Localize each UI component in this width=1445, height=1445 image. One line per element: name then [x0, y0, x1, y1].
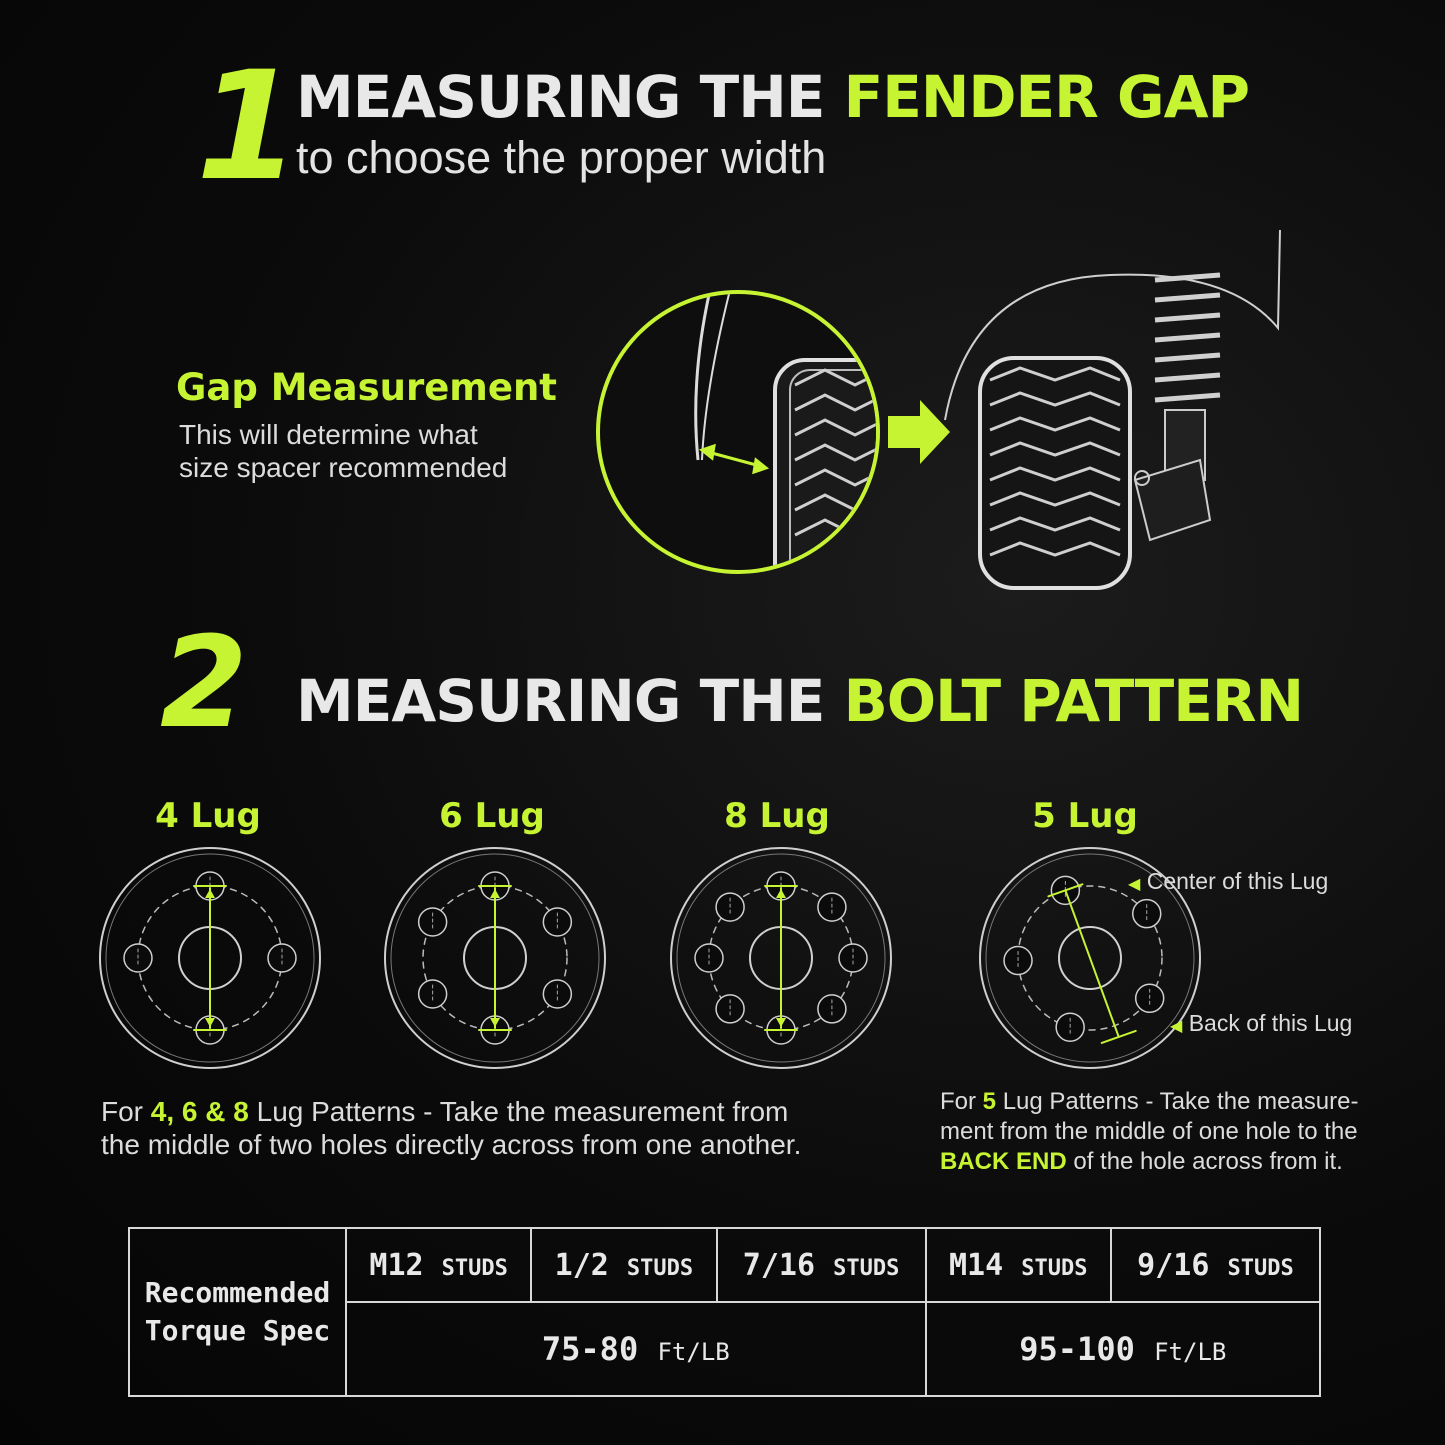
arrow-head-down [205, 1018, 215, 1027]
five-line-3: BACK END of the hole across from it. [940, 1147, 1358, 1177]
stud-unit: STUDS [626, 1255, 694, 1281]
row-label-line-1: Recommended [144, 1276, 331, 1309]
gap-desc-line-2: size spacer recommended [179, 452, 508, 483]
gap-desc-line-1: This will determine what [179, 419, 478, 450]
title-accent: BOLT PATTERN [843, 667, 1304, 735]
stud-unit: STUDS [1021, 1255, 1088, 1281]
section-1-subtitle: to choose the proper width [296, 132, 827, 183]
gap-measurement-title: Gap Measurement [176, 366, 557, 409]
arrow-head-up [776, 889, 786, 898]
stud-unit: STUDS [833, 1255, 900, 1281]
torque-value-a: 75-80 Ft/LB [345, 1301, 927, 1397]
arrow-head-down [490, 1018, 500, 1027]
instructions-even-lug: For 4, 6 & 8 Lug Patterns - Take the mea… [101, 1095, 801, 1161]
text-part: For [940, 1088, 983, 1115]
center-bore [1058, 926, 1122, 990]
five-line-2: ment from the middle of one hole to the [940, 1118, 1358, 1145]
wheel-outer-ring [99, 847, 321, 1069]
center-note-text: Center of this Lug [1146, 868, 1329, 894]
wheel-outer-ring [979, 847, 1201, 1069]
right-arrow-icon [888, 400, 950, 464]
section-number-1: 1 [196, 40, 301, 214]
back-of-lug-note: ◀ Back of this Lug [1170, 1010, 1352, 1037]
header-9-16-studs: 9/16 STUDS [1109, 1227, 1322, 1303]
torque-number: 95-100 [1019, 1330, 1135, 1368]
even-line-1: For 4, 6 & 8 Lug Patterns - Take the mea… [101, 1095, 801, 1128]
torque-row-label: Recommended Torque Spec [128, 1227, 347, 1397]
wheel-inner-ring [676, 853, 886, 1063]
measure-cap [1047, 883, 1084, 898]
lug-title-5: 5 Lug [1032, 796, 1138, 836]
text-part: of the hole across from it. [1066, 1148, 1343, 1175]
torque-spec-table: Recommended Torque Spec M12 STUDS 1/2 ST… [128, 1227, 1322, 1397]
wheel-inner-ring [390, 853, 600, 1063]
torque-unit: Ft/LB [1154, 1338, 1227, 1366]
center-of-lug-note: ◀ Center of this Lug [1128, 868, 1328, 895]
title-plain: MEASURING THE [296, 63, 844, 131]
header-m14-studs: M14 STUDS [924, 1227, 1112, 1303]
section-1-title: MEASURING THE FENDER GAP [296, 68, 1250, 126]
stud-size: M14 [949, 1247, 1004, 1283]
header-7-16-studs: 7/16 STUDS [715, 1227, 927, 1303]
measure-cap [1100, 1029, 1137, 1044]
text-part: Lug Patterns - Take the measurement from [248, 1096, 789, 1127]
stud-size: 1/2 [554, 1247, 609, 1283]
stud-size: 7/16 [742, 1247, 816, 1283]
header-m12-studs: M12 STUDS [344, 1227, 533, 1303]
lug-diagrams [99, 847, 1201, 1069]
text-part: Lug Patterns - Take the measure- [996, 1088, 1359, 1115]
even-line-2: the middle of two holes directly across … [101, 1129, 802, 1160]
lug-wheel-5-icon [979, 847, 1201, 1069]
title-plain: MEASURING THE [296, 667, 844, 735]
lug-wheel-6-icon [384, 847, 606, 1069]
gap-arrow-icon [698, 443, 770, 475]
section-number-2: 2 [160, 609, 248, 756]
wheel-outer-ring [384, 847, 606, 1069]
wheel-outer-ring [670, 847, 892, 1069]
fender-gap-illustration [596, 229, 1281, 590]
stud-unit: STUDS [1227, 1255, 1294, 1281]
arrow-head-up [490, 889, 500, 898]
section-2-title: MEASURING THE BOLT PATTERN [296, 672, 1304, 730]
pointer-left-icon: ◀ [1170, 1018, 1183, 1035]
torque-unit: Ft/LB [657, 1338, 730, 1366]
lug-wheel-8-icon [670, 847, 892, 1069]
row-label-line-2: Torque Spec [144, 1314, 331, 1347]
torque-value-b: 95-100 Ft/LB [924, 1301, 1322, 1397]
torque-number: 75-80 [541, 1330, 639, 1368]
gap-measurement-desc: This will determine what size spacer rec… [179, 418, 507, 484]
header-1-2-studs: 1/2 STUDS [530, 1227, 718, 1303]
arrow-head-down [776, 1018, 786, 1027]
measure-line [1064, 889, 1120, 1038]
lug-wheel-4-icon [99, 847, 321, 1069]
wheel-inner-ring [985, 853, 1195, 1063]
text-part: For [101, 1096, 151, 1127]
highlight-text: BACK END [940, 1148, 1067, 1175]
stud-size: 9/16 [1137, 1247, 1210, 1283]
pointer-left-icon: ◀ [1128, 876, 1141, 893]
bolt-circle [1017, 885, 1163, 1031]
highlight-text: 4, 6 & 8 [150, 1096, 249, 1127]
stud-size: M12 [369, 1247, 424, 1283]
tire-suspension-icon [944, 229, 1281, 590]
lug-title-8: 8 Lug [724, 796, 830, 836]
lug-title-4: 4 Lug [155, 796, 261, 836]
back-note-text: Back of this Lug [1188, 1010, 1353, 1036]
wheel-inner-ring [105, 853, 315, 1063]
arrow-head-up [205, 889, 215, 898]
stud-unit: STUDS [441, 1255, 508, 1281]
highlight-text: 5 [982, 1088, 997, 1115]
lug-title-6: 6 Lug [439, 796, 545, 836]
instructions-five-lug: For 5 Lug Patterns - Take the measure- m… [940, 1087, 1358, 1177]
five-line-1: For 5 Lug Patterns - Take the measure- [940, 1087, 1358, 1117]
title-accent: FENDER GAP [843, 63, 1250, 131]
